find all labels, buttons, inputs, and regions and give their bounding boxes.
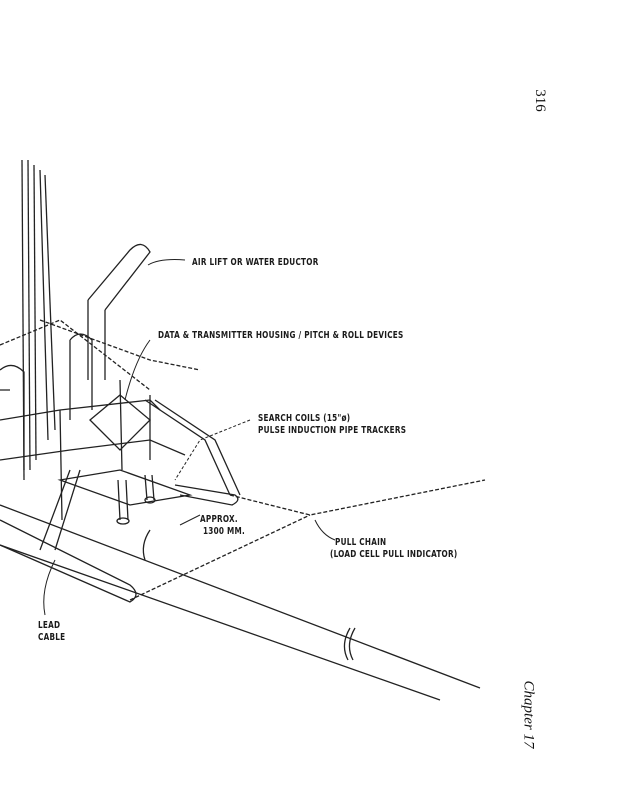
chains xyxy=(0,319,486,601)
label-lead-cable-1: LEAD xyxy=(38,620,61,631)
pipeline xyxy=(0,504,481,701)
sled-frame xyxy=(0,379,241,551)
label-lead-cable-2: CABLE xyxy=(38,632,66,643)
label-search-coils-2: PULSE INDUCTION PIPE TRACKERS xyxy=(258,425,407,436)
leader-lines xyxy=(43,259,336,616)
label-air-lift: AIR LIFT OR WATER EDUCTOR xyxy=(192,257,319,268)
air-lift-tube xyxy=(0,243,151,470)
search-coil-posts xyxy=(116,474,156,525)
label-approx-1: APPROX. xyxy=(200,514,238,525)
sled-skids xyxy=(0,484,239,603)
label-pull-chain-2: (LOAD CELL PULL INDICATOR) xyxy=(330,549,458,560)
lead-cables xyxy=(21,159,56,481)
label-data-housing: DATA & TRANSMITTER HOUSING / PITCH & ROL… xyxy=(158,330,404,341)
label-approx-2: 1300 MM. xyxy=(203,526,246,537)
label-pull-chain-1: PULL CHAIN xyxy=(335,537,387,548)
label-search-coils-1: SEARCH COILS (15"ø) xyxy=(258,413,351,424)
